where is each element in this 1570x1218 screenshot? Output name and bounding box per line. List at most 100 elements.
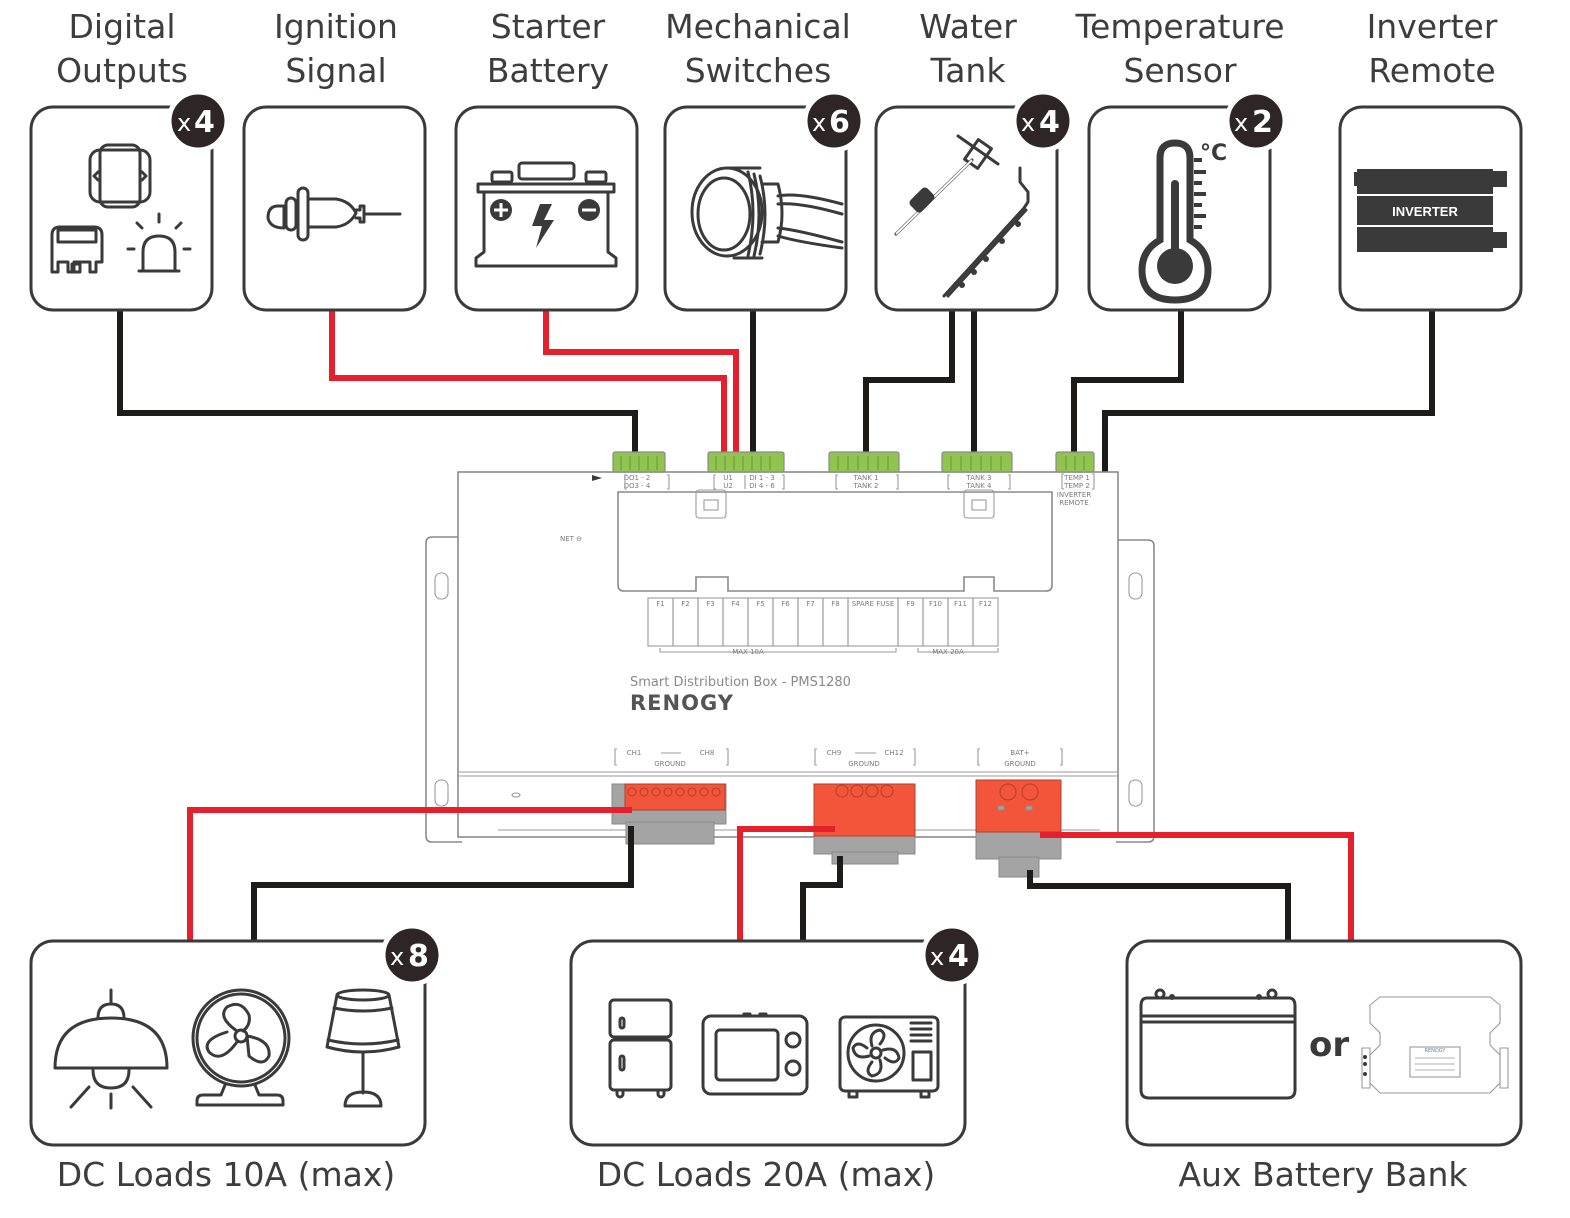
svg-text:°C: °C xyxy=(1200,141,1227,166)
input-labels: Digital Outputs Ignition Signal Starter … xyxy=(56,7,1498,90)
net-label: NET ⊖ xyxy=(560,535,582,543)
svg-text:4: 4 xyxy=(1039,105,1060,140)
top-cover-panel xyxy=(617,491,1053,592)
label-digital-outputs-1: Digital xyxy=(68,7,175,46)
svg-text:CH12: CH12 xyxy=(884,749,903,757)
tank-sensor-dots xyxy=(959,221,1021,288)
mount-slot xyxy=(1128,572,1143,600)
wire-10a-positive xyxy=(187,807,632,941)
svg-text:TANK 4: TANK 4 xyxy=(965,482,992,490)
svg-text:U1: U1 xyxy=(723,474,733,482)
push-button-switch-icon xyxy=(690,166,844,260)
bottom-wires xyxy=(187,807,1354,941)
terminal-screw xyxy=(663,787,673,797)
qty-badge: x 8 xyxy=(380,923,444,987)
svg-text:DO3 - 4: DO3 - 4 xyxy=(624,482,651,490)
aux-battery-icon xyxy=(1139,988,1297,1100)
output-dc-loads-20a: x 4 xyxy=(569,923,984,1147)
input-temperature-sensor: °C x 2 xyxy=(1087,89,1288,312)
input-digital-outputs: x 4 xyxy=(29,89,230,312)
fuse-label: F8 xyxy=(831,600,839,608)
fuse-label: F3 xyxy=(706,600,714,608)
wire-starter xyxy=(543,310,739,455)
pin-arrow-icon xyxy=(592,475,602,481)
ignition-key-icon xyxy=(266,186,402,242)
mount-slot xyxy=(434,572,449,600)
svg-text:x: x xyxy=(390,943,404,971)
svg-text:4: 4 xyxy=(194,105,215,140)
svg-text:BAT+: BAT+ xyxy=(1010,749,1029,757)
box-ignition xyxy=(242,105,427,312)
terminal-screw xyxy=(687,787,697,797)
terminal-screw xyxy=(711,787,721,797)
svg-text:CH8: CH8 xyxy=(700,749,715,757)
svg-text:DI 1 - 3: DI 1 - 3 xyxy=(749,474,775,482)
battery-monitor-icon: RENOGY xyxy=(1361,996,1509,1094)
label-inverter-1: Inverter xyxy=(1367,7,1498,46)
terminal-screw xyxy=(651,787,661,797)
fuse-slot[interactable] xyxy=(972,597,999,647)
svg-text:x: x xyxy=(930,943,944,971)
label-water-2: Tank xyxy=(930,51,1007,90)
or-text: or xyxy=(1309,1025,1349,1065)
label-temperature-2: Sensor xyxy=(1123,51,1237,90)
input-mechanical-switches: x 6 xyxy=(663,89,866,312)
connector-temp[interactable] xyxy=(1055,451,1095,473)
input-ignition-signal xyxy=(242,105,427,312)
box-dc-loads-20a xyxy=(569,939,967,1147)
wire-tank-a xyxy=(863,310,955,455)
connector-tank-3-4[interactable] xyxy=(941,451,1013,473)
terminal-screw xyxy=(865,784,879,798)
output-labels: DC Loads 10A (max) DC Loads 20A (max) Au… xyxy=(57,1155,1469,1194)
terminal-screw xyxy=(627,787,637,797)
ac-outdoor-unit-icon xyxy=(838,1015,940,1099)
fuse-label: F12 xyxy=(979,600,992,608)
svg-text:INVERTER: INVERTER xyxy=(1057,491,1092,499)
svg-text:TEMP 2: TEMP 2 xyxy=(1063,482,1090,490)
svg-text:x: x xyxy=(1234,109,1248,137)
fuse-group-10a: MAX 10A xyxy=(732,648,764,656)
label-mechanical-1: Mechanical xyxy=(665,7,851,46)
svg-text:GROUND: GROUND xyxy=(1004,760,1036,768)
brand-logo: RENOGY xyxy=(630,691,734,715)
svg-text:TANK 2: TANK 2 xyxy=(852,482,878,490)
connector-tank-1-2[interactable] xyxy=(828,451,900,473)
svg-text:x: x xyxy=(1021,109,1035,137)
fuse-label: F4 xyxy=(731,600,740,608)
wire-20a-negative xyxy=(800,856,843,941)
wire-ignition xyxy=(329,310,727,455)
svg-text:4: 4 xyxy=(948,939,969,974)
terminal-ch9-12[interactable] xyxy=(813,783,916,865)
terminal-screw xyxy=(850,784,864,798)
box-aux-battery-bank xyxy=(1125,939,1523,1147)
svg-text:TEMP 1: TEMP 1 xyxy=(1063,474,1090,482)
connector-do[interactable] xyxy=(612,451,666,473)
input-inverter-remote: INVERTER xyxy=(1338,105,1523,312)
wire-digital-outputs xyxy=(117,310,638,455)
qty-badge: x 4 xyxy=(166,89,230,153)
input-water-tank: x 4 xyxy=(874,89,1075,312)
label-aux-battery-bank: Aux Battery Bank xyxy=(1178,1155,1468,1194)
wire-aux-positive xyxy=(1040,832,1354,941)
connector-u-di[interactable] xyxy=(707,451,785,473)
terminal-ch1-8[interactable] xyxy=(611,783,727,845)
input-starter-battery xyxy=(454,105,639,312)
terminal-bat[interactable] xyxy=(975,779,1062,878)
right-mounting-flange xyxy=(1116,539,1155,843)
pendant-lamp-icon xyxy=(53,988,169,1110)
label-ignition-2: Signal xyxy=(285,51,386,90)
top-wires xyxy=(117,310,1435,472)
wire-20a-positive xyxy=(737,826,835,941)
wire-temperature xyxy=(1071,310,1184,455)
svg-text:RENOGY: RENOGY xyxy=(1425,1048,1447,1054)
fuse-label: F1 xyxy=(656,600,664,608)
bottom-port-labels: CH1 CH8 GROUND CH9 CH12 GROUND BAT+ GROU… xyxy=(614,748,1063,768)
svg-text:TANK 3: TANK 3 xyxy=(965,474,991,482)
label-ignition-1: Ignition xyxy=(274,7,398,46)
qty-badge: x 4 xyxy=(1011,89,1075,153)
fuse-group-20a: MAX 20A xyxy=(932,648,964,656)
qty-badge: x 6 xyxy=(802,89,866,153)
svg-text:DI 4 - 6: DI 4 - 6 xyxy=(749,482,775,490)
table-lamp-icon xyxy=(325,988,401,1108)
